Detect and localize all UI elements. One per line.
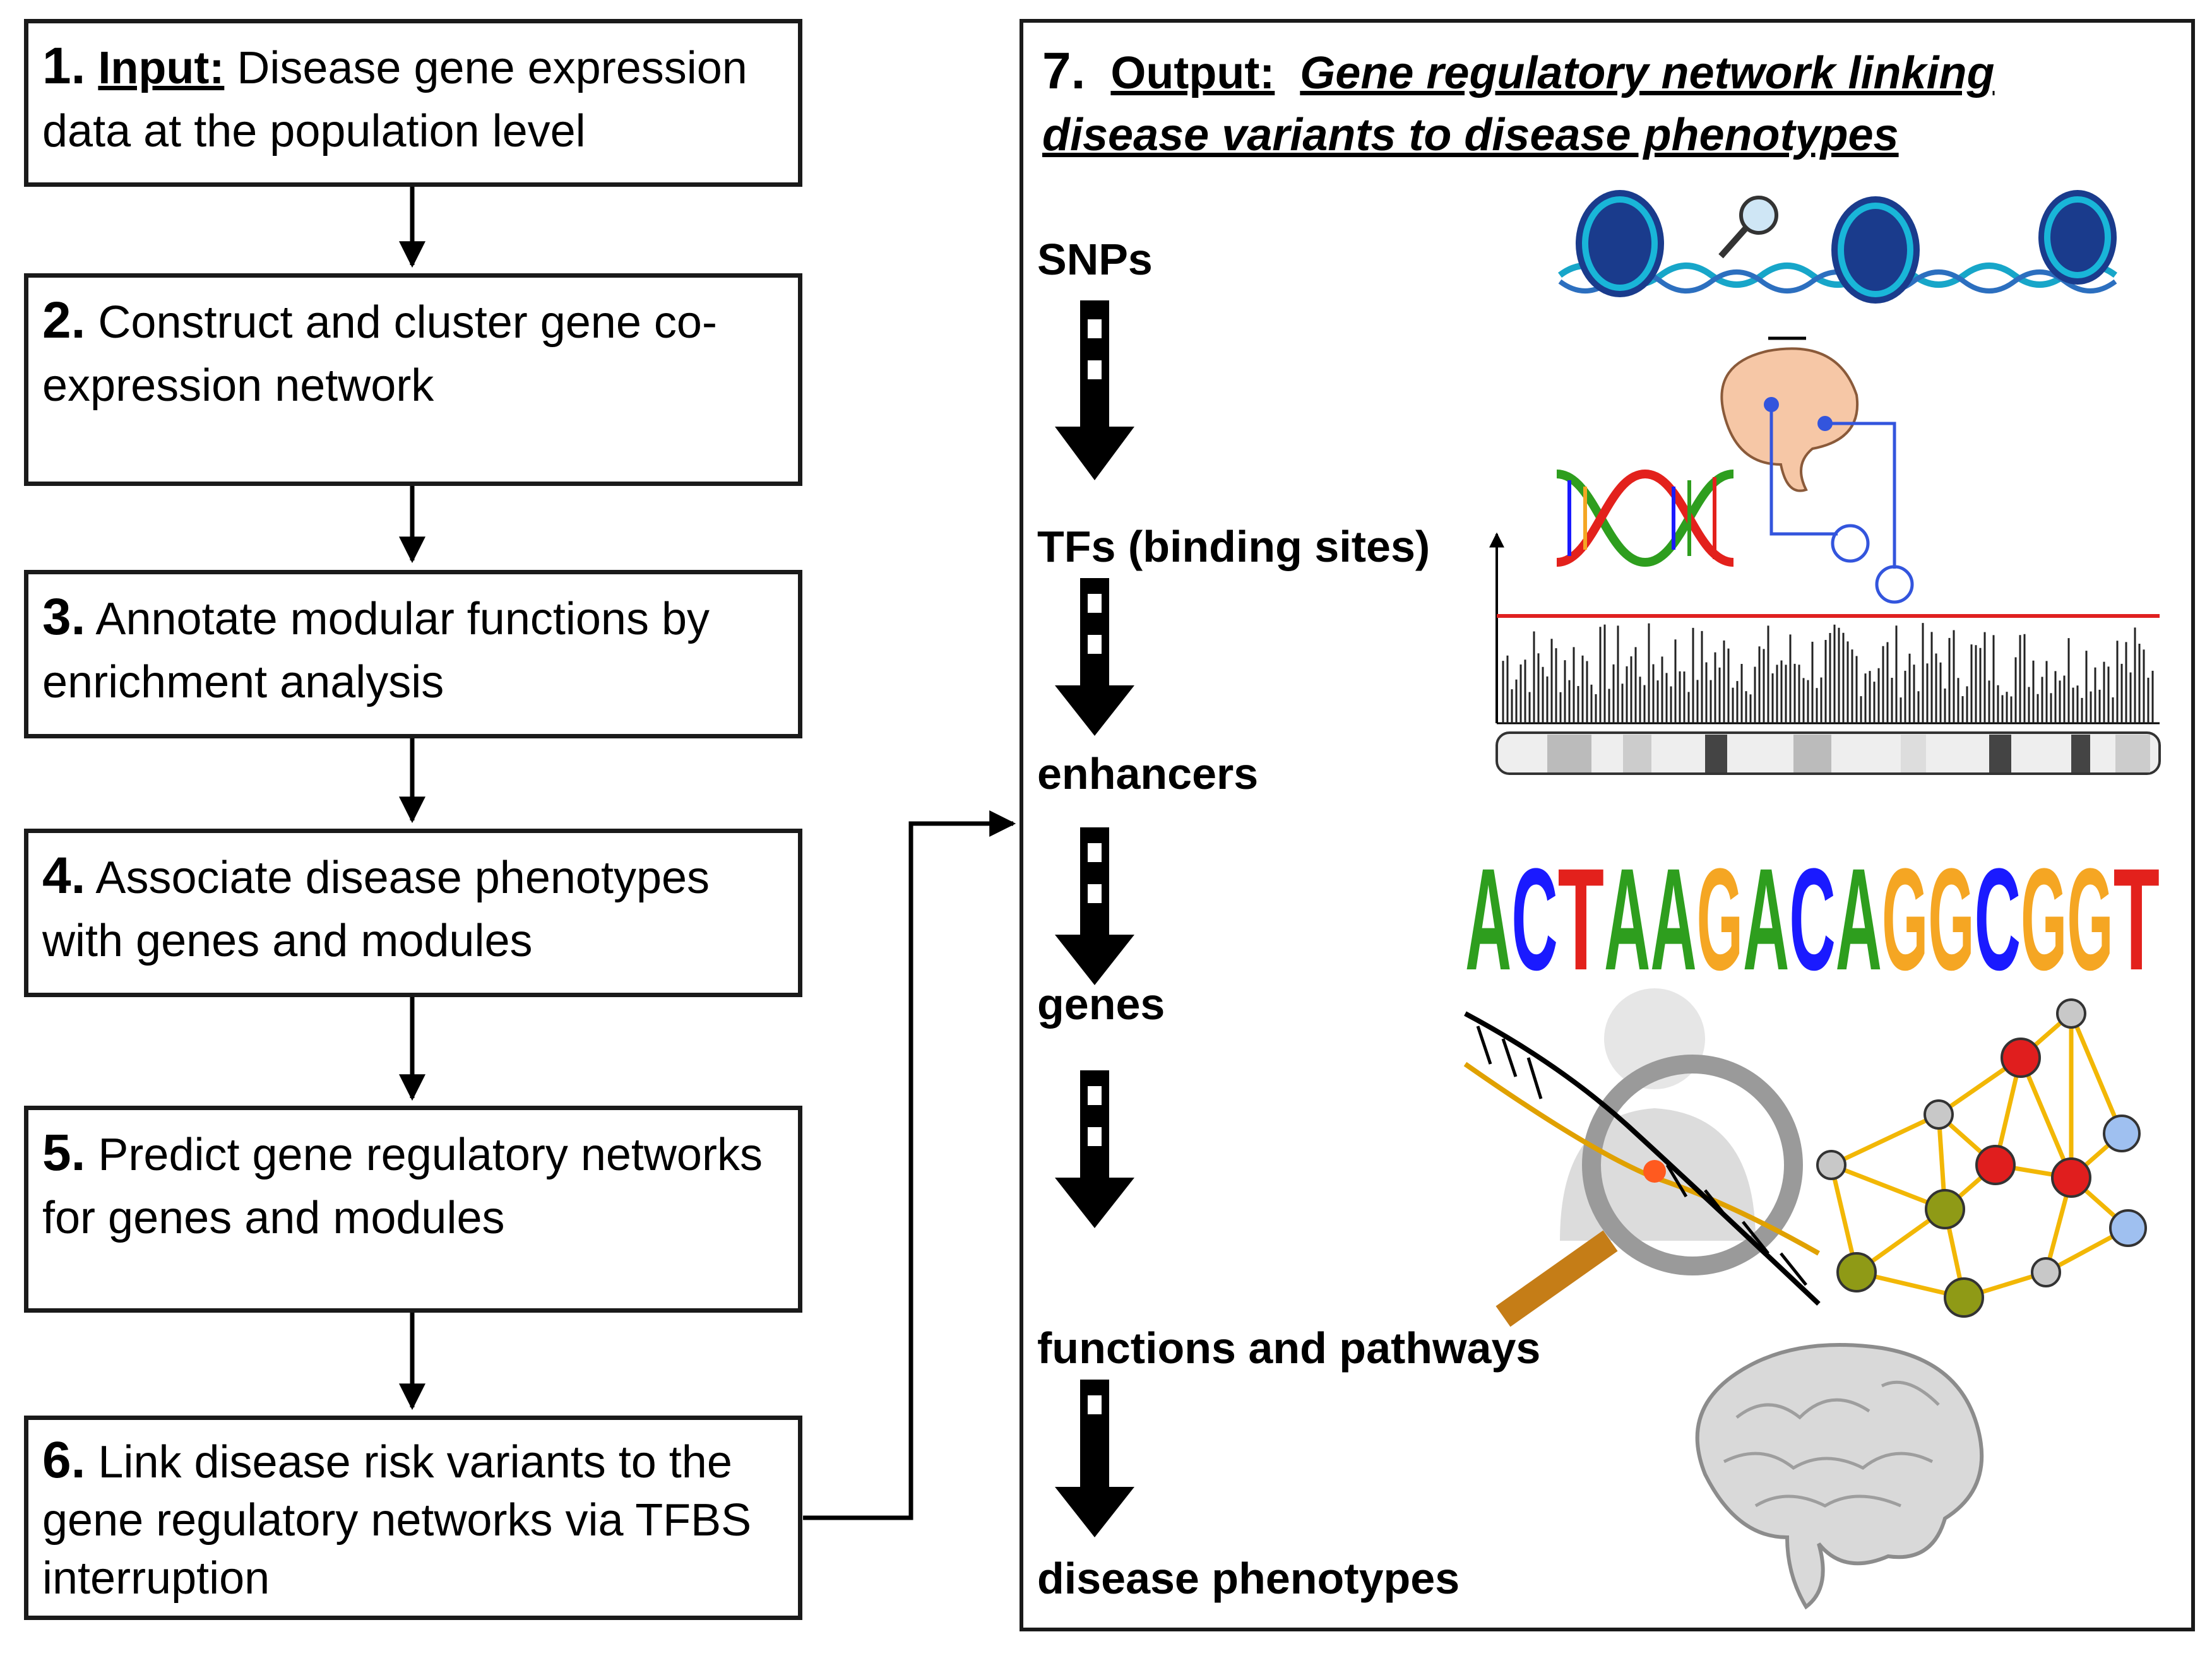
output-description: Gene regulatory network linking disease … (1042, 48, 1995, 160)
logo-letter: T (1558, 838, 1604, 1000)
step-6-box: 6. Link disease risk variants to the gen… (24, 1416, 802, 1620)
magnifier-icon (1718, 196, 1778, 259)
stage-enhancers: enhancers (1037, 749, 1259, 798)
step-text: Associate disease phenotypes with genes … (42, 853, 710, 966)
block-arrow-icon (1055, 300, 1134, 480)
gene-network (1816, 998, 2147, 1318)
block-arrow-icon (1055, 1070, 1134, 1228)
step-2-box: 2. Construct and cluster gene co-express… (24, 273, 802, 486)
network-node (2103, 1115, 2141, 1152)
logo-letter: G (1928, 838, 1974, 1000)
network-node (2001, 1038, 2041, 1078)
step-text: Construct and cluster gene co-expression… (42, 297, 717, 411)
step-keyword: Input: (98, 43, 225, 93)
network-node (1975, 1145, 2016, 1185)
network-node (2109, 1209, 2147, 1247)
logo-letter: A (1604, 838, 1650, 1000)
step-number: 1. (42, 37, 86, 95)
network-node (1944, 1277, 1984, 1318)
logo-letter: A (1836, 838, 1882, 1000)
logo-letter: G (1882, 838, 1928, 1000)
network-edge (2018, 1056, 2074, 1179)
step-1-box: 1. Input: Disease gene expression data a… (24, 19, 802, 187)
output-title: 7. Output: Gene regulatory network linki… (1042, 40, 2166, 166)
stage-tfs: TFs (binding sites) (1037, 522, 1430, 571)
step-text: Predict gene regulatory networks for gen… (42, 1130, 763, 1243)
logo-letter: C (1511, 838, 1557, 1000)
step-text: Disease gene expression data at the popu… (42, 43, 747, 157)
network-edge (1830, 1112, 1940, 1168)
chromosome-ideogram-bands (1547, 735, 2150, 772)
block-arrow-icon (1055, 827, 1134, 985)
network-edge (2069, 1012, 2124, 1135)
step-text: Link disease risk variants to the gene r… (42, 1437, 752, 1604)
logo-letter: A (1650, 838, 1696, 1000)
step-4-box: 4. Associate disease phenotypes with gen… (24, 829, 802, 997)
network-node (1925, 1189, 1965, 1229)
network-node (1816, 1150, 1846, 1180)
step-text: Annotate modular functions by enrichment… (42, 594, 710, 707)
brain-icon (1695, 1343, 1984, 1610)
logo-letter: C (1975, 838, 2021, 1000)
network-node (2056, 998, 2086, 1029)
dna-helix-icon (1556, 469, 1734, 567)
output-panel: 7. Output: Gene regulatory network linki… (1020, 19, 2195, 1631)
stage-phenotypes: disease phenotypes (1037, 1554, 1460, 1603)
mutation-burst-icon (1643, 1160, 1666, 1183)
stage-arrows (1055, 300, 1134, 1537)
block-arrow-icon (1055, 578, 1134, 736)
step-number: 4. (42, 847, 86, 904)
logo-letter: G (2021, 838, 2067, 1000)
step-number: 6. (42, 1431, 86, 1489)
logo-letter: G (2067, 838, 2113, 1000)
network-node (1836, 1252, 1877, 1292)
stage-functions: functions and pathways (1037, 1323, 1541, 1373)
network-node (2031, 1257, 2061, 1287)
manhattan-plot (1489, 532, 2161, 775)
network-node (1924, 1099, 1954, 1130)
arrow-6-7 (803, 810, 1016, 1520)
step-number: 5. (42, 1124, 86, 1181)
logo-letter: A (1465, 838, 1511, 1000)
logo-letter: A (1743, 838, 1789, 1000)
logo-letter: T (2114, 838, 2160, 1000)
step-3-box: 3. Annotate modular functions by enrichm… (24, 570, 802, 738)
step-number: 3. (42, 588, 86, 646)
brain-schematic-icon (1720, 336, 1914, 604)
logo-letter: C (1789, 838, 1835, 1000)
logo-letter: G (1697, 838, 1743, 1000)
stage-genes: genes (1037, 979, 1165, 1029)
person-magnifier-icon (1463, 988, 1821, 1327)
block-arrow-icon (1055, 1380, 1134, 1537)
output-label: Output: (1110, 48, 1275, 98)
network-node (2051, 1157, 2091, 1198)
stage-snps: SNPs (1037, 235, 1153, 284)
network-edge (1830, 1162, 1946, 1212)
step-number: 2. (42, 292, 86, 349)
step-5-box: 5. Predict gene regulatory networks for … (24, 1106, 802, 1313)
dna-nucleosome-icon (1558, 190, 2117, 304)
step-connectors (399, 187, 1016, 1520)
output-number: 7. (1042, 42, 1086, 100)
